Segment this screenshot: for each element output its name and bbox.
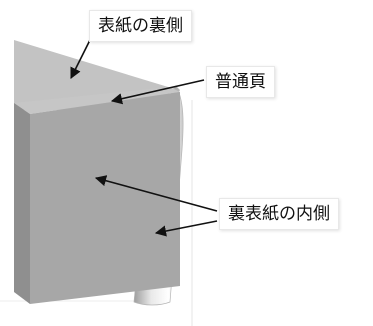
label-cover-back: 表紙の裏側 [89,10,192,42]
arrow-normal-page [110,79,205,105]
page-front-face [30,92,180,304]
arrow-back-cover-inside-1 [94,175,218,212]
page-side-edge [14,103,30,304]
label-normal-page: 普通頁 [206,66,275,98]
arrow-back-cover-inside-2 [154,220,218,237]
label-back-cover-inside: 裏表紙の内側 [219,198,339,230]
page-top-edge [14,87,180,114]
